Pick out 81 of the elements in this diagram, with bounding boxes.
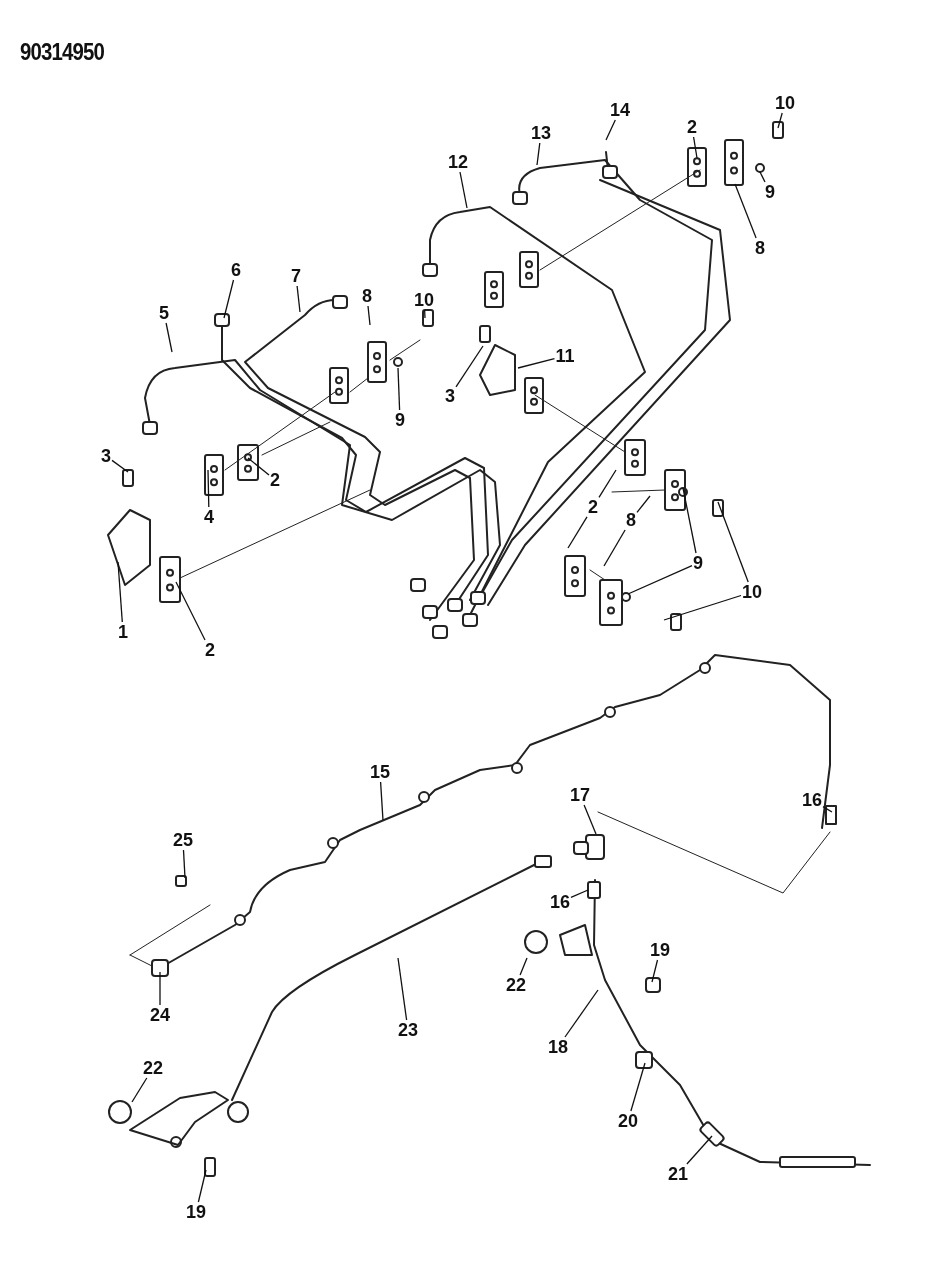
leader-line <box>131 1077 148 1103</box>
leader-line <box>459 171 468 209</box>
leader-line <box>636 495 651 514</box>
leader-line <box>423 309 426 319</box>
leader-line <box>159 971 161 1006</box>
callout-number: 7 <box>290 266 302 286</box>
leader-line <box>517 358 556 369</box>
leader-line <box>822 805 833 813</box>
callout-number: 19 <box>185 1202 207 1222</box>
leader-line <box>627 565 693 595</box>
leader-line <box>651 959 659 983</box>
callout-number: 2 <box>269 470 281 490</box>
callout-number: 13 <box>530 123 552 143</box>
leader-line <box>197 1169 207 1203</box>
leader-line <box>247 457 270 476</box>
callout-number: 14 <box>609 100 631 120</box>
leader-line <box>165 322 173 353</box>
leader-line <box>111 459 129 473</box>
callout-number: 16 <box>801 790 823 810</box>
leader-line <box>536 142 541 166</box>
callout-number: 2 <box>686 117 698 137</box>
leader-line <box>175 581 206 641</box>
callout-number: 17 <box>569 785 591 805</box>
callout-number: 19 <box>649 940 671 960</box>
callout-number: 8 <box>361 286 373 306</box>
leader-line <box>605 119 616 141</box>
leader-line <box>564 989 599 1038</box>
callout-number: 4 <box>203 507 215 527</box>
callout-number: 9 <box>692 553 704 573</box>
leader-line <box>603 529 626 567</box>
callout-number: 24 <box>149 1005 171 1025</box>
callout-number: 9 <box>394 410 406 430</box>
callout-number: 23 <box>397 1020 419 1040</box>
callout-number: 10 <box>413 290 435 310</box>
leader-line <box>598 469 617 498</box>
callout-number: 10 <box>741 582 763 602</box>
leader-line <box>223 279 235 319</box>
leader-line <box>570 889 589 898</box>
callout-number: 1 <box>117 622 129 642</box>
callout-number: 21 <box>667 1164 689 1184</box>
callout-number: 22 <box>142 1058 164 1078</box>
leader-line <box>583 804 597 835</box>
leader-line <box>117 561 123 623</box>
leader-line <box>207 469 210 508</box>
callout-number: 8 <box>625 510 637 530</box>
leader-line <box>682 487 697 554</box>
callout-number: 3 <box>444 386 456 406</box>
callout-number: 10 <box>774 93 796 113</box>
leader-line <box>519 957 528 976</box>
callout-number: 11 <box>554 346 576 366</box>
leader-line <box>182 849 186 879</box>
callout-number: 8 <box>754 238 766 258</box>
callout-number: 5 <box>158 303 170 323</box>
callout-number: 18 <box>547 1037 569 1057</box>
leader-line <box>692 136 698 159</box>
leader-line <box>567 516 588 549</box>
callout-number: 25 <box>172 830 194 850</box>
callout-number: 9 <box>764 182 776 202</box>
leader-line <box>296 285 301 313</box>
leader-line <box>717 501 749 583</box>
callout-number: 15 <box>369 762 391 782</box>
leader-line <box>777 112 783 129</box>
leader-line <box>379 781 384 821</box>
leader-line <box>397 367 401 411</box>
leader-line <box>734 183 757 239</box>
leader-line <box>759 171 766 183</box>
leader-line <box>663 594 742 621</box>
leader-line <box>367 305 371 326</box>
callout-number: 3 <box>100 446 112 466</box>
callout-number: 2 <box>587 497 599 517</box>
callout-number: 12 <box>447 152 469 172</box>
callout-number: 6 <box>230 260 242 280</box>
leader-line <box>630 1062 646 1112</box>
leader-line <box>455 345 484 388</box>
callout-number: 20 <box>617 1111 639 1131</box>
callout-number: 22 <box>505 975 527 995</box>
leader-line <box>686 1135 713 1165</box>
drawing-number: 90314950 <box>20 38 104 66</box>
callout-number: 16 <box>549 892 571 912</box>
callout-number: 2 <box>204 640 216 660</box>
leader-line <box>397 957 408 1021</box>
